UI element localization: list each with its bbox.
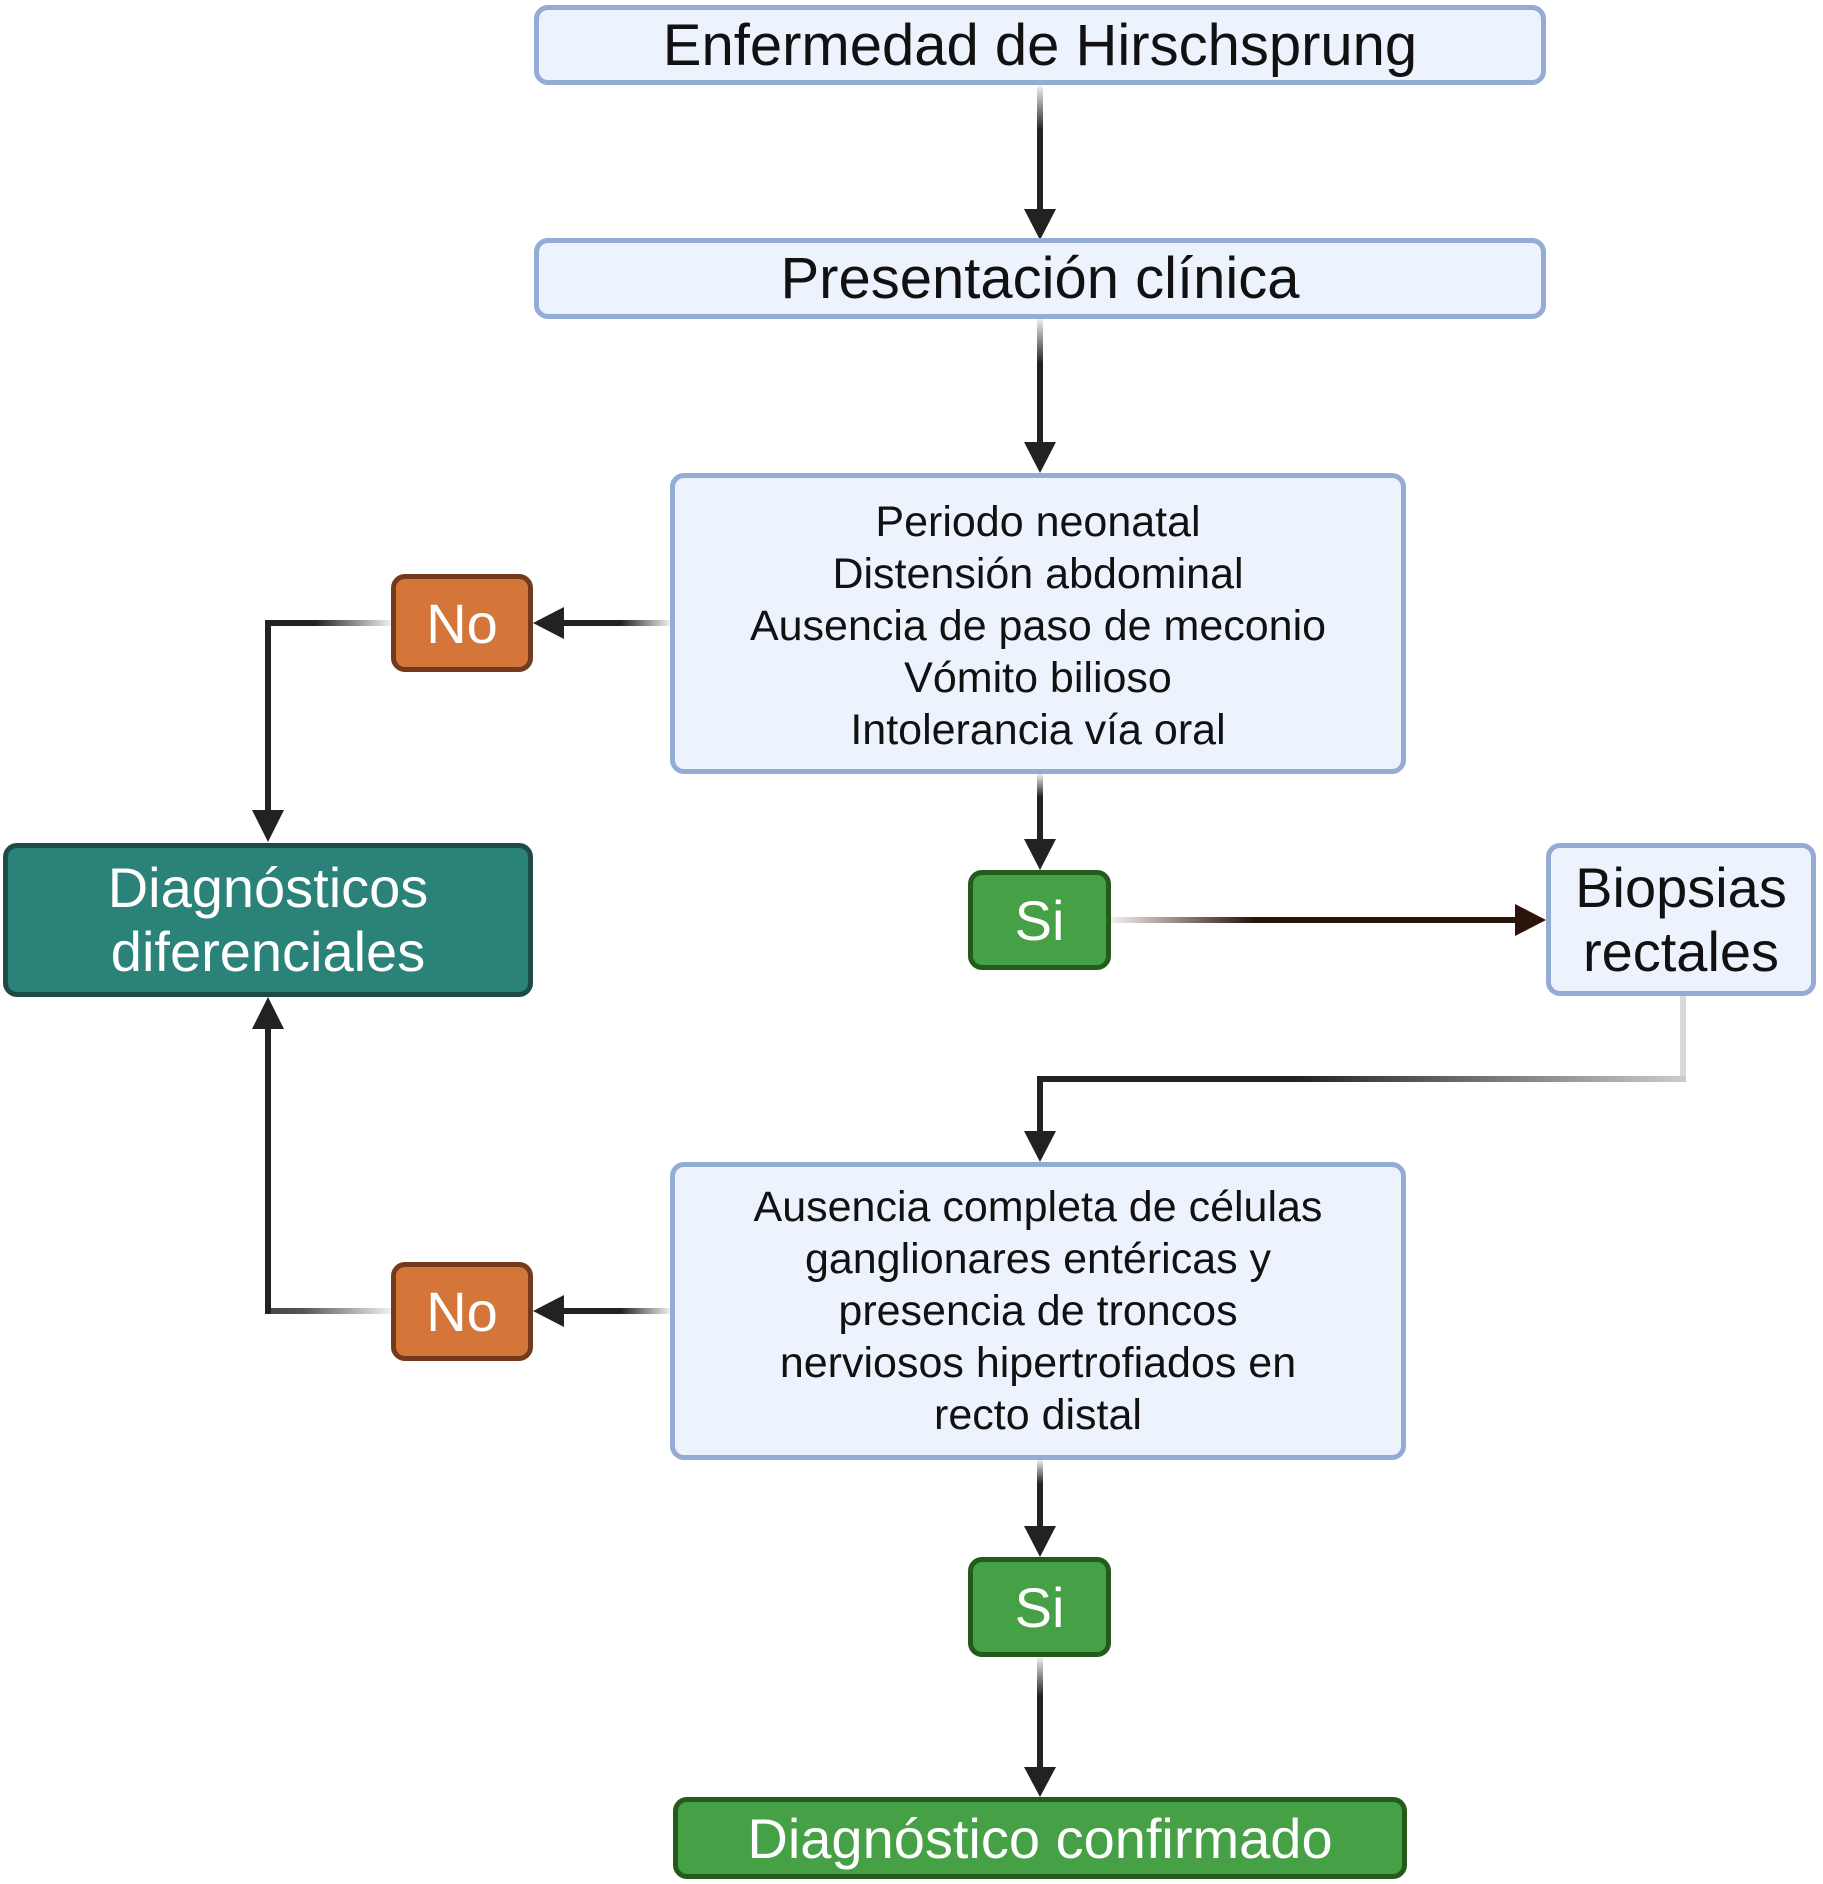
node-label: Enfermedad de Hirschsprung	[662, 12, 1418, 78]
arrowhead-up-icon	[252, 997, 284, 1029]
node-label-line: Diagnósticos	[107, 856, 429, 919]
node-label: Si	[1014, 888, 1065, 952]
node-symptoms: Periodo neonatal Distensión abdominal Au…	[670, 473, 1406, 774]
decision-no-1: No	[391, 574, 533, 672]
finding-line: Ausencia completa de células	[753, 1183, 1323, 1231]
node-label-line: Biopsias	[1575, 855, 1787, 919]
node-label-line: rectales	[1582, 919, 1780, 983]
arrowhead-down-icon	[1024, 442, 1056, 473]
arrowhead-down-icon	[252, 810, 284, 842]
symptom-item: Periodo neonatal	[875, 497, 1201, 546]
arrowhead-down-icon	[1024, 1767, 1056, 1797]
edge-title-to-clinical	[1024, 86, 1056, 240]
node-label: Si	[1014, 1575, 1065, 1639]
node-diagnosis-confirmed: Diagnóstico confirmado	[673, 1797, 1407, 1879]
decision-yes-1: Si	[968, 870, 1111, 970]
symptom-item: Ausencia de paso de meconio	[749, 601, 1327, 650]
finding-line: nerviosos hipertrofiados en	[779, 1339, 1297, 1387]
symptom-item: Intolerancia vía oral	[850, 705, 1226, 754]
finding-line: recto distal	[934, 1391, 1142, 1439]
arrowhead-left-icon	[533, 1295, 564, 1327]
edge-symptoms-to-si-1	[1024, 774, 1056, 870]
node-label: Diagnóstico confirmado	[747, 1806, 1333, 1870]
arrowhead-right-icon	[1515, 904, 1546, 936]
symptom-item: Vómito bilioso	[904, 653, 1172, 702]
node-differential-diagnoses: Diagnósticos diferenciales	[3, 843, 533, 997]
node-label: No	[426, 1280, 498, 1343]
node-label: Presentación clínica	[780, 246, 1300, 311]
arrowhead-down-icon	[1024, 1131, 1056, 1162]
edge-histology-to-si-2	[1024, 1460, 1056, 1557]
node-clinical-presentation: Presentación clínica	[534, 238, 1546, 319]
node-hirschsprung-disease: Enfermedad de Hirschsprung	[534, 5, 1546, 85]
finding-line: ganglionares entéricas y	[804, 1235, 1272, 1283]
decision-yes-2: Si	[968, 1557, 1111, 1657]
arrowhead-left-icon	[533, 607, 564, 639]
edge-histology-to-no-2	[533, 1295, 670, 1327]
edge-si-2-to-confirmed	[1024, 1657, 1056, 1797]
edge-clinical-to-symptoms	[1024, 319, 1056, 473]
node-label-line: diferenciales	[110, 920, 426, 983]
arrowhead-down-icon	[1024, 1526, 1056, 1557]
decision-no-2: No	[391, 1262, 533, 1361]
symptom-item: Distensión abdominal	[832, 549, 1244, 598]
edge-no-2-to-differential	[252, 997, 391, 1314]
finding-line: presencia de troncos	[838, 1287, 1238, 1335]
arrowhead-down-icon	[1024, 209, 1056, 240]
arrowhead-down-icon	[1024, 839, 1056, 870]
edge-symptoms-to-no-1	[533, 607, 670, 639]
node-histology-findings: Ausencia completa de células ganglionare…	[670, 1162, 1406, 1460]
edge-si-1-to-biopsy	[1111, 904, 1546, 936]
edge-no-1-to-differential	[252, 620, 391, 842]
node-label: No	[426, 591, 498, 655]
edge-biopsy-to-histology	[1024, 996, 1686, 1162]
node-rectal-biopsies: Biopsias rectales	[1546, 843, 1816, 996]
